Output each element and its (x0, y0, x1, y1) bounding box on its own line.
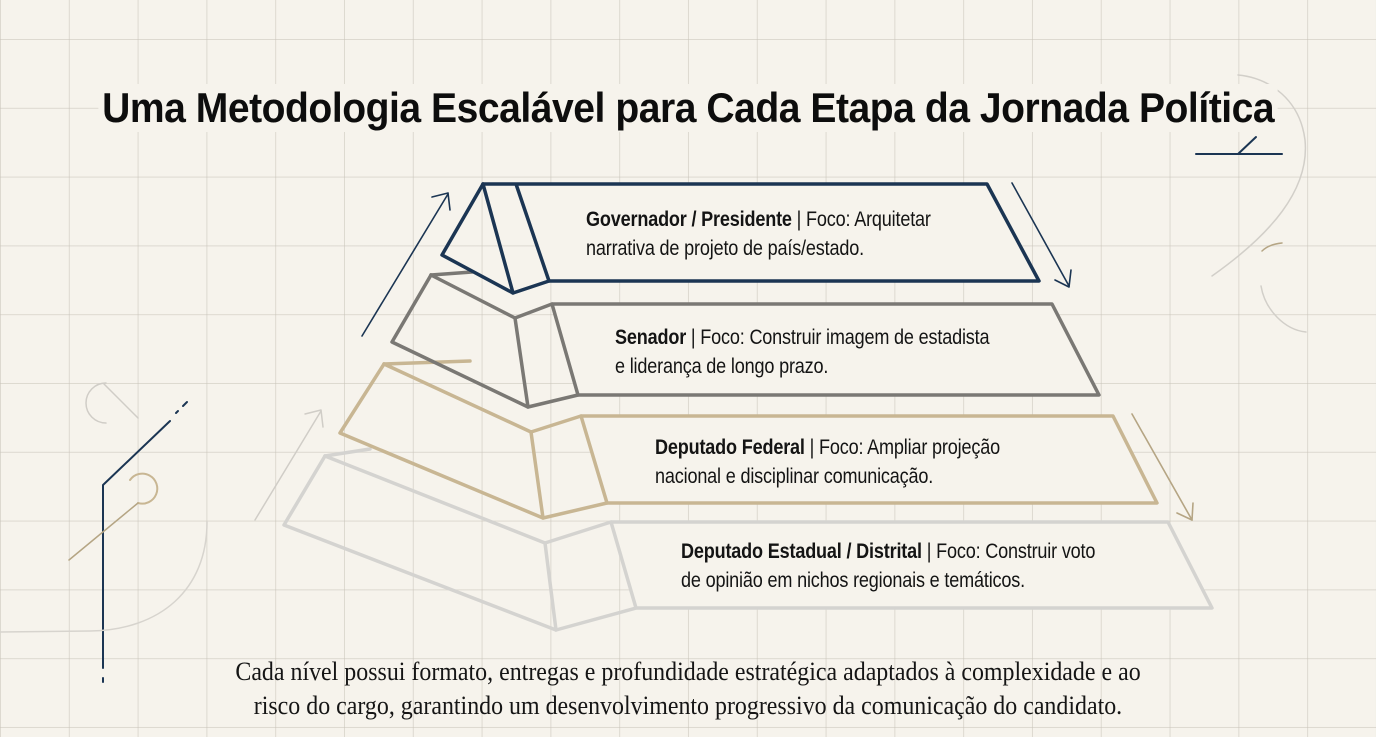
tier-3-shape (338, 359, 1159, 520)
arrow-up-navy (361, 192, 451, 337)
tier-1-shape (440, 182, 1041, 295)
tier-1-focus-line1: Foco: Arquitetar (806, 208, 931, 231)
tier-1-separator: | (796, 208, 802, 231)
tier-4-focus-line1: Foco: Construir voto (936, 540, 1096, 563)
left-decoration (0, 382, 208, 683)
caption-line-1: Cada nível possui formato, entregas e pr… (235, 657, 1141, 686)
tier-1-role: Governador / Presidente (586, 208, 792, 231)
page-title: Uma Metodologia Escalável para Cada Etap… (0, 84, 1376, 132)
tier-4-separator: | (926, 540, 932, 563)
arrow-down-navy (1011, 182, 1072, 288)
tier-4-role: Deputado Estadual / Distrital (681, 540, 922, 563)
tier-3-separator: | (809, 436, 815, 459)
tier-1-label: Governador / Presidente | Foco: Arquitet… (586, 205, 931, 263)
tier-2-label: Senador | Foco: Construir imagem de esta… (615, 323, 990, 381)
tier-2-role: Senador (615, 326, 687, 349)
tier-3-focus-line1: Foco: Ampliar projeção (819, 436, 1000, 459)
tier-4-shape (282, 447, 1214, 632)
tier-2-separator: | (690, 326, 696, 349)
caption: Cada nível possui formato, entregas e pr… (0, 655, 1376, 723)
caption-line-2: risco do cargo, garantindo um desenvolvi… (253, 691, 1123, 720)
tier-2-focus-line2: e liderança de longo prazo. (615, 355, 829, 378)
tier-3-focus-line2: nacional e disciplinar comunicação. (655, 465, 934, 488)
tier-2-focus-line1: Foco: Construir imagem de estadista (700, 326, 990, 349)
tier-4-focus-line2: de opinião em nichos regionais e temátic… (681, 569, 1025, 592)
tier-3-label: Deputado Federal | Foco: Ampliar projeçã… (655, 433, 1000, 491)
arrow-down-tan (1131, 413, 1194, 521)
tier-3-role: Deputado Federal (655, 436, 805, 459)
arrow-up-lightgray (254, 409, 324, 521)
tier-1-focus-line2: narrativa de projeto de país/estado. (586, 237, 864, 260)
tier-4-label: Deputado Estadual / Distrital | Foco: Co… (681, 537, 1095, 595)
tier-2-shape (390, 270, 1101, 409)
